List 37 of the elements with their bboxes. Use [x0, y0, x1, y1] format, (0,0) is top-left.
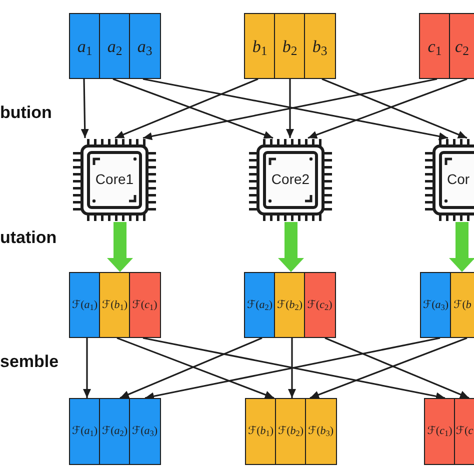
arrow [83, 338, 91, 398]
array-cell: ℱ(c$_{1}$) [129, 272, 160, 338]
chip-label: Core2 [271, 172, 310, 186]
array-cell: ℱ(a$_{2}$) [99, 398, 130, 465]
array-cell: ℱ(b [450, 272, 474, 338]
array-cell: ℱ(a$_{1}$) [69, 272, 100, 338]
array-cell: c$_{2}$ [449, 13, 474, 79]
array-cell: a$_{3}$ [129, 13, 160, 79]
block-arrow [449, 222, 474, 272]
array-cell: ℱ(a$_{1}$) [69, 398, 100, 465]
array-cell: ℱ(a$_{2}$) [244, 272, 276, 338]
array-cell: ℱ(b$_{1}$) [99, 272, 130, 338]
array-cell: ℱ(a$_{3}$) [129, 398, 160, 465]
array-cell: ℱ(c$_{2}$) [304, 272, 336, 338]
array-cell: a$_{2}$ [99, 13, 130, 79]
arrow [80, 78, 89, 138]
stage-label: semble [0, 353, 59, 370]
chip-label: Cor [447, 172, 470, 186]
array-cell: b$_{1}$ [244, 13, 276, 79]
arrow [286, 79, 294, 138]
array-cell: b$_{2}$ [274, 13, 306, 79]
array-cell: c$_{1}$ [419, 13, 450, 79]
stage-label: bution [0, 104, 52, 121]
array-cell: b$_{3}$ [304, 13, 336, 79]
array-cell: ℱ(a$_{3}$) [420, 272, 452, 338]
block-arrow [278, 222, 304, 272]
block-arrow [107, 222, 133, 272]
array-cell: ℱ(c$_{1}$) [424, 398, 456, 465]
array-cell: ℱ(b$_{3}$) [305, 398, 336, 465]
arrow [288, 338, 296, 398]
array-cell: ℱ(b$_{2}$) [275, 398, 306, 465]
array-cell: ℱ(c [454, 398, 474, 465]
array-cell: ℱ(b$_{2}$) [274, 272, 306, 338]
stage-label: utation [0, 229, 57, 246]
array-cell: a$_{1}$ [69, 13, 100, 79]
array-cell: ℱ(b$_{1}$) [245, 398, 276, 465]
chip-label: Core1 [95, 172, 134, 186]
